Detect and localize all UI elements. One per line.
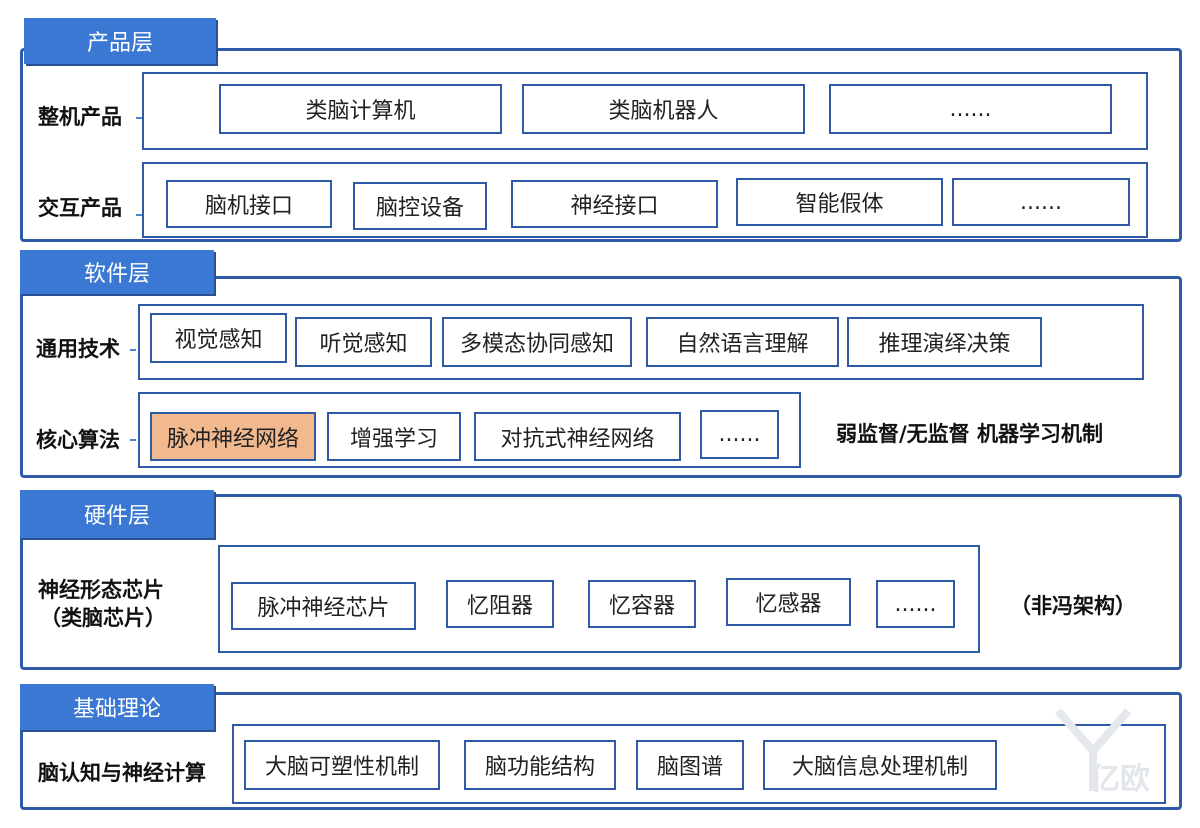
hardware-item: 脉冲神经芯片	[231, 582, 416, 630]
general-tech-item: 视觉感知	[150, 313, 287, 363]
hardware-note: （非冯架构）	[1010, 594, 1136, 618]
core-algo-note: 弱监督/无监督 机器学习机制	[836, 422, 1103, 446]
product-layer-tab: 产品层	[24, 18, 216, 64]
interact-product-item: 脑控设备	[353, 182, 487, 230]
general-tech-item: 听觉感知	[295, 317, 432, 367]
general-tech-label: 通用技术	[36, 337, 120, 361]
core-algo-item: 对抗式神经网络	[474, 412, 681, 461]
software-layer-tab: 软件层	[20, 250, 214, 294]
general-tech-item: 多模态协同感知	[442, 317, 632, 367]
core-algo-item: ......	[700, 410, 779, 459]
interact-product-item: ......	[952, 178, 1130, 226]
whole-product-label: 整机产品	[38, 105, 122, 129]
hardware-item: ......	[876, 580, 955, 628]
core-algo-item-highlighted: 脉冲神经网络	[150, 412, 316, 461]
whole-product-item: 类脑计算机	[219, 84, 502, 134]
watermark-y-icon	[1054, 708, 1132, 791]
whole-product-item: 类脑机器人	[522, 84, 805, 134]
watermark-text: 亿欧	[1090, 762, 1150, 797]
neuromorphic-chip-label-line2: （类脑芯片）	[40, 606, 166, 630]
hardware-layer-tab: 硬件层	[20, 490, 214, 538]
core-algo-label: 核心算法	[36, 428, 120, 452]
neuromorphic-chip-label-line1: 神经形态芯片	[38, 578, 164, 602]
brain-cognition-label: 脑认知与神经计算	[38, 761, 206, 785]
theory-item: 大脑可塑性机制	[244, 740, 440, 790]
theory-item: 大脑信息处理机制	[763, 740, 997, 790]
hardware-item: 忆容器	[588, 580, 696, 628]
core-algo-item: 增强学习	[327, 412, 461, 461]
general-tech-item: 自然语言理解	[646, 317, 839, 367]
general-tech-item: 推理演绎决策	[847, 317, 1042, 367]
whole-product-item: ......	[829, 84, 1112, 134]
theory-item: 脑图谱	[636, 740, 744, 790]
interact-product-item: 智能假体	[736, 178, 943, 226]
theory-item: 脑功能结构	[464, 740, 616, 790]
theory-layer-tab: 基础理论	[20, 684, 214, 730]
interact-product-label: 交互产品	[38, 196, 122, 220]
neuromorphic-chip-label: 神经形态芯片 （类脑芯片）	[38, 577, 166, 631]
watermark-logo	[1048, 706, 1138, 796]
interact-product-item: 神经接口	[511, 180, 718, 228]
hardware-item: 忆阻器	[446, 580, 554, 628]
interact-product-item: 脑机接口	[166, 180, 332, 228]
hardware-item: 忆感器	[726, 578, 851, 626]
